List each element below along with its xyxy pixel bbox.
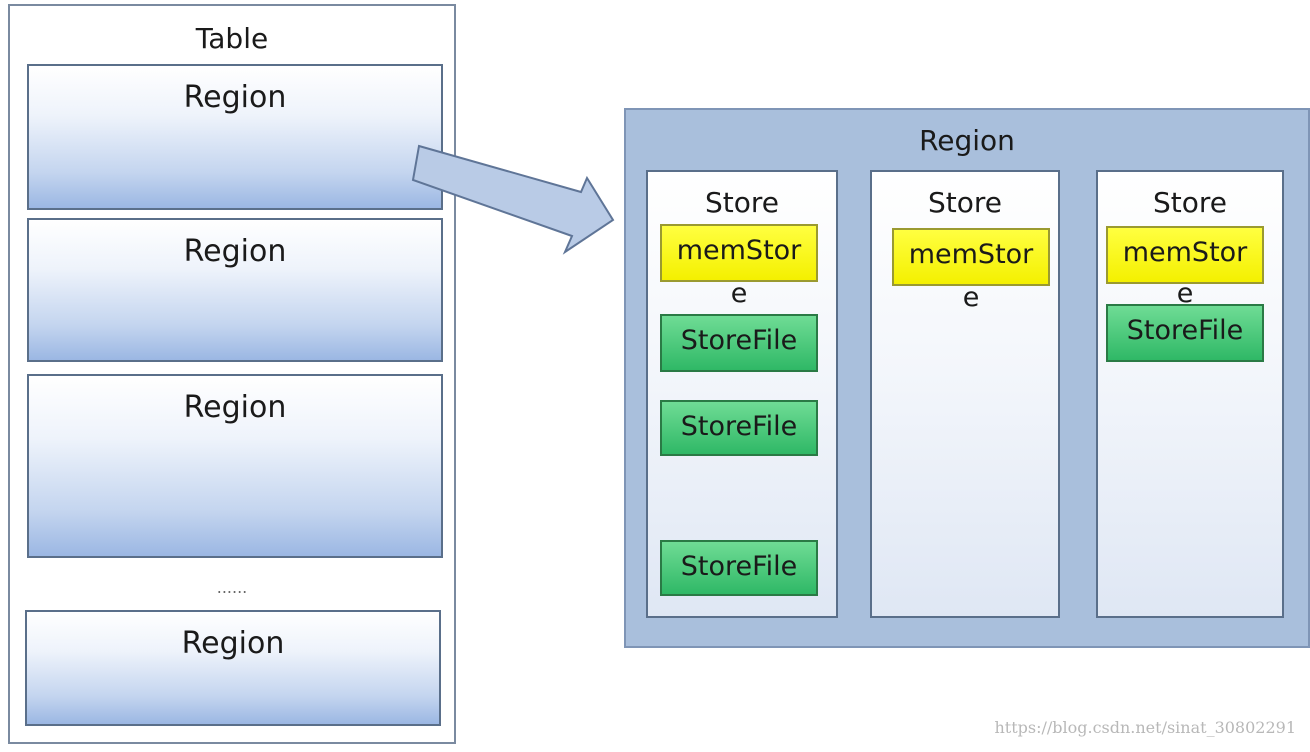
memstore-wrap-text: e: [1176, 278, 1194, 309]
region-label: Region: [183, 80, 287, 115]
region-label: Region: [183, 234, 287, 269]
memstore-wrap-text: e: [730, 278, 748, 309]
region-box-4: Region: [25, 610, 441, 726]
region-detail-title: Region: [919, 124, 1015, 157]
region-label: Region: [181, 626, 285, 661]
memstore-wrap-text: e: [962, 282, 980, 313]
region-detail: Region Store memStor e StoreFile StoreFi…: [624, 108, 1310, 648]
store-1: Store memStor e StoreFile StoreFile Stor…: [646, 170, 838, 618]
storefile-box: StoreFile: [660, 400, 818, 456]
table-title: Table: [195, 22, 269, 55]
table-panel: Table Region Region Region ...... Region: [8, 4, 456, 744]
store-3: Store e memStor StoreFile: [1096, 170, 1284, 618]
watermark: https://blog.csdn.net/sinat_30802291: [994, 718, 1296, 737]
storefile-box: StoreFile: [1106, 304, 1264, 362]
memstore-box: memStor: [892, 228, 1050, 286]
storefile-box: StoreFile: [660, 540, 818, 596]
region-box-3: Region: [27, 374, 443, 558]
arrow-icon: [411, 144, 615, 255]
ellipsis: ......: [216, 578, 248, 597]
store-title: Store: [1152, 186, 1227, 219]
region-label: Region: [183, 390, 287, 425]
memstore-box: memStor: [1106, 226, 1264, 284]
store-2: Store memStor e: [870, 170, 1060, 618]
storefile-box: StoreFile: [660, 314, 818, 372]
store-title: Store: [927, 186, 1002, 219]
store-title: Store: [704, 186, 779, 219]
region-box-2: Region: [27, 218, 443, 362]
region-box-1: Region: [27, 64, 443, 210]
memstore-box: memStor: [660, 224, 818, 282]
